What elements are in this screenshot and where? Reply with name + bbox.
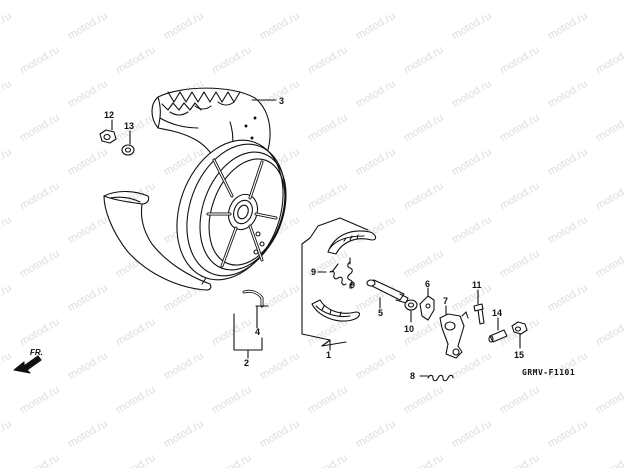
wheel-rim [176, 139, 287, 285]
washer-part-10 [404, 299, 418, 311]
front-direction-arrow-icon [13, 355, 42, 374]
bracket-1 [301, 237, 347, 347]
callout-1: 1 [326, 350, 332, 360]
brake-cam-part-5 [366, 279, 409, 304]
leader-12-13 [111, 119, 131, 145]
callout-8: 8 [410, 371, 416, 381]
callout-5: 5 [378, 308, 384, 318]
indicator-part-6 [419, 295, 435, 321]
front-direction-label: FR. [30, 348, 43, 357]
callout-2: 2 [244, 358, 250, 368]
spring-part-9-left [329, 263, 347, 286]
callout-4: 4 [255, 327, 261, 337]
callout-14: 14 [492, 308, 503, 318]
collar-part-14 [488, 329, 508, 343]
callout-7: 7 [443, 296, 449, 306]
spring-part-8 [427, 374, 454, 382]
tire-section [103, 190, 212, 291]
diagram-code: GRMV-F1101 [522, 368, 576, 377]
callout-11: 11 [472, 280, 482, 290]
callout-9-left: 9 [311, 267, 317, 277]
spring-part-9-right [347, 257, 353, 289]
brake-arm-part-7 [439, 311, 469, 359]
brake-shoe-lower [311, 299, 361, 322]
callout-12: 12 [104, 110, 115, 120]
callout-15: 15 [514, 350, 525, 360]
brake-shoe-upper [327, 230, 377, 255]
bracket-1-top [309, 217, 369, 239]
callout-6: 6 [425, 279, 431, 289]
nut-part-15 [511, 321, 528, 335]
washer-part-13 [121, 144, 135, 156]
callout-9-right: 9 [350, 280, 356, 290]
bracket-2 [233, 313, 263, 359]
leader-9 [317, 271, 353, 289]
nut-part-12 [99, 129, 117, 144]
bolt-part-11 [473, 303, 485, 325]
callout-10: 10 [404, 324, 415, 334]
callout-13: 13 [124, 121, 135, 131]
callout-3: 3 [279, 96, 285, 106]
valve-part-4 [242, 289, 269, 308]
